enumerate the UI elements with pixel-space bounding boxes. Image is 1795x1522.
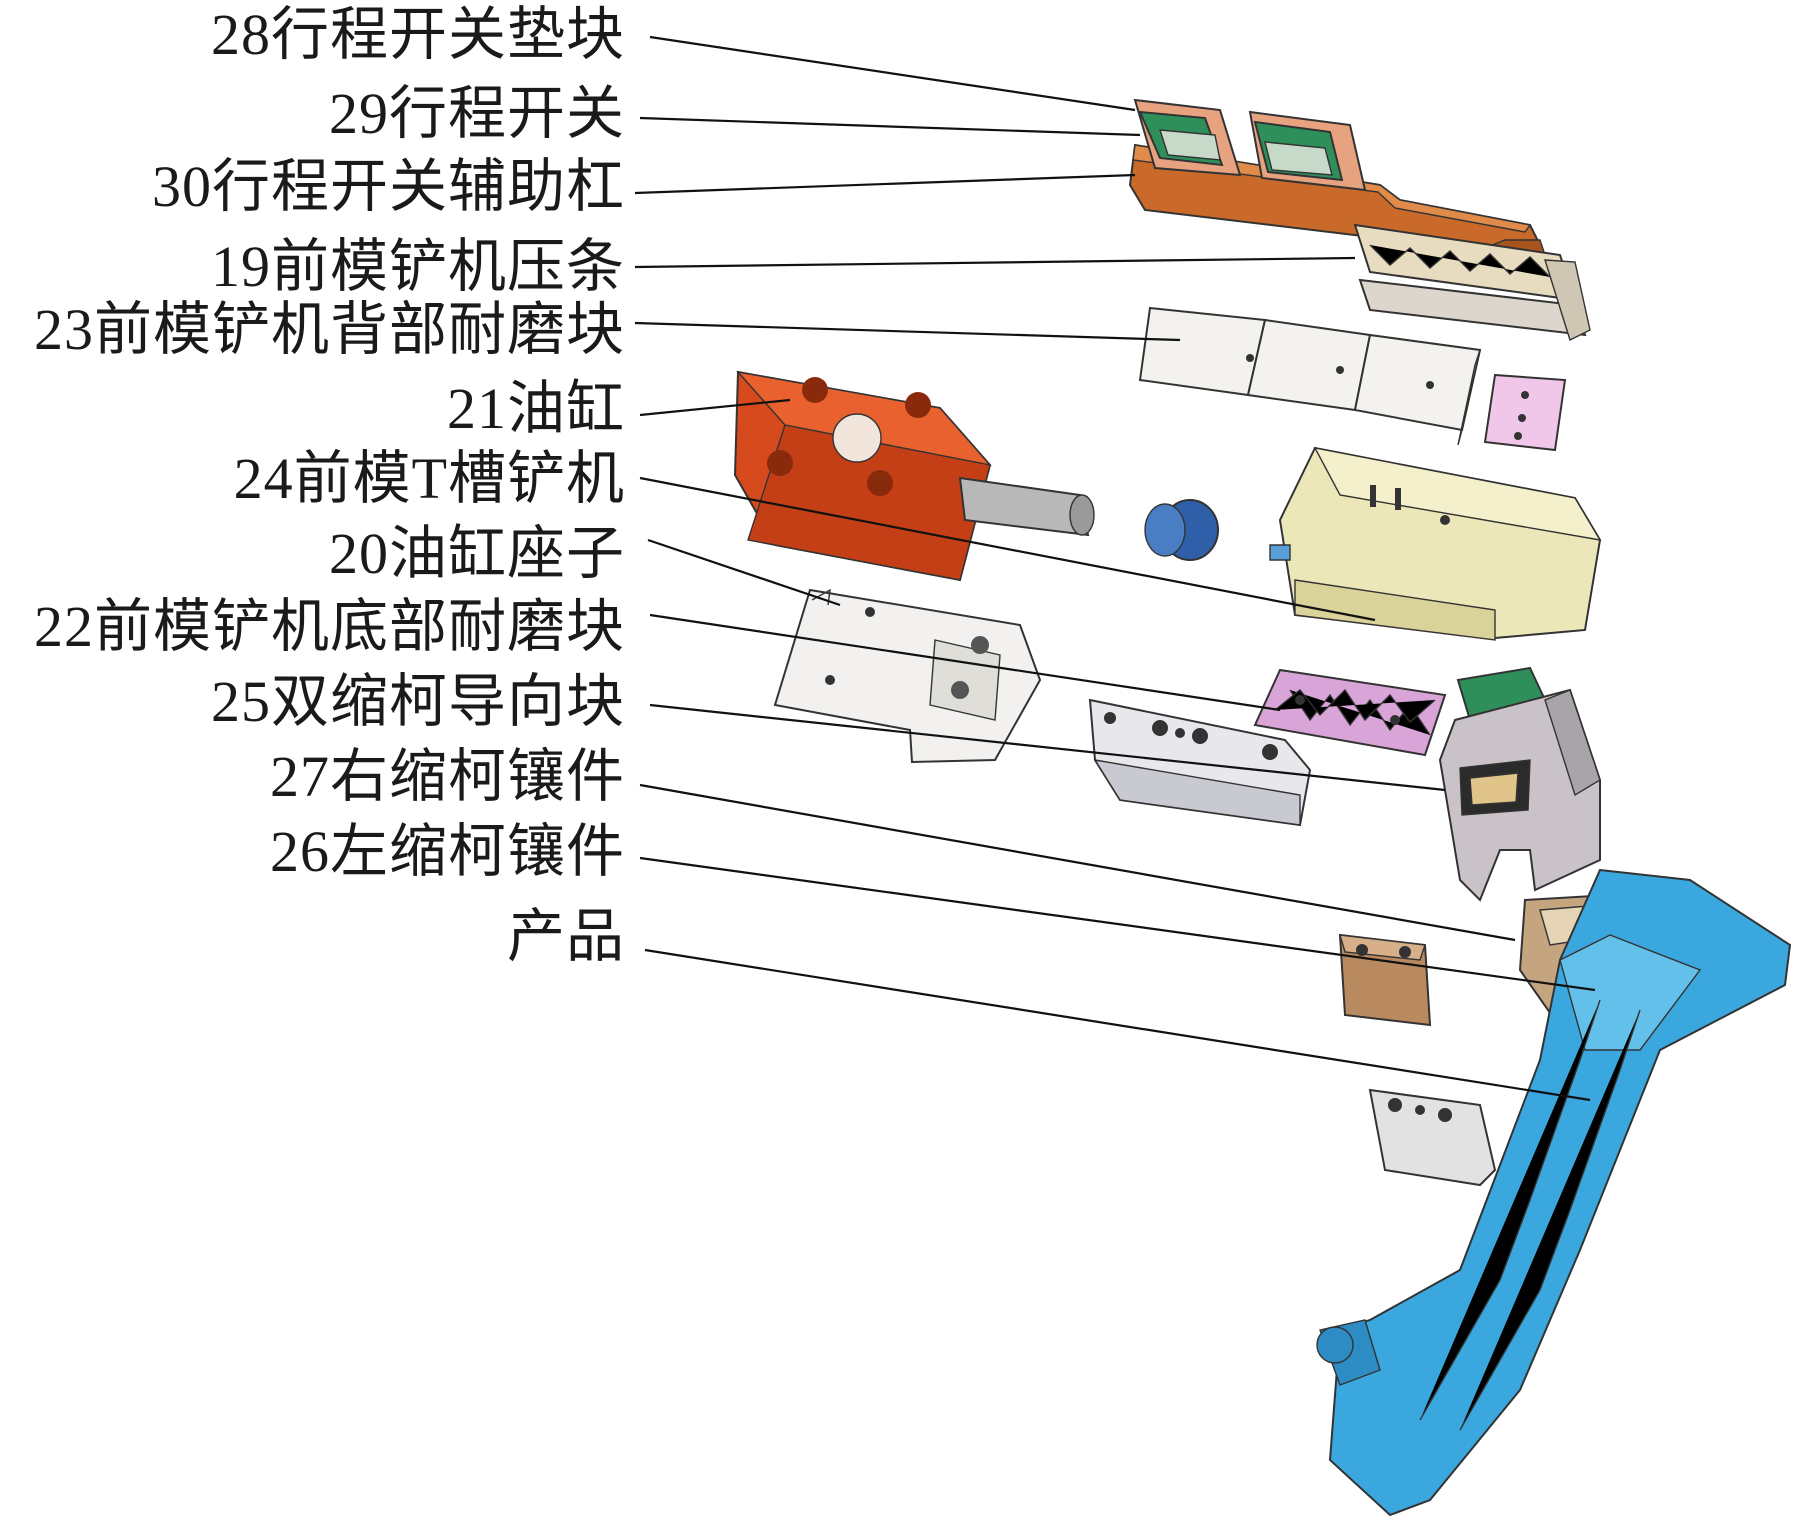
leader-28 bbox=[649, 35, 1136, 112]
leader-25 bbox=[649, 703, 1446, 792]
label-22: 22前模铲机底部耐磨块 bbox=[33, 594, 625, 659]
leader-29 bbox=[639, 116, 1141, 137]
leader-22 bbox=[649, 613, 1281, 712]
cylinder-seat-part bbox=[1144, 499, 1219, 561]
holed-block-part bbox=[1088, 698, 1312, 827]
label-26: 26左缩柯镶件 bbox=[269, 819, 625, 884]
label-29: 29行程开关 bbox=[328, 81, 625, 146]
leader-23 bbox=[634, 321, 1181, 342]
product-part bbox=[1316, 868, 1792, 1517]
left-insert-part bbox=[1338, 933, 1432, 1027]
label-28: 28行程开关垫块 bbox=[210, 2, 625, 67]
guide-block-part bbox=[1438, 666, 1601, 902]
small-block-part bbox=[1368, 1088, 1497, 1187]
label-24: 24前模T槽铲机 bbox=[233, 446, 625, 511]
leader-21 bbox=[639, 398, 791, 417]
label-product: 产品 bbox=[506, 904, 625, 969]
cylinder-part bbox=[733, 370, 1095, 582]
bottom-wear-block-part bbox=[1253, 668, 1447, 757]
label-23: 23前模铲机背部耐磨块 bbox=[33, 297, 625, 362]
leader-lines bbox=[634, 35, 1596, 1102]
label-21: 21油缸 bbox=[446, 376, 625, 441]
leader-20 bbox=[647, 538, 841, 607]
label-20: 20油缸座子 bbox=[328, 521, 625, 586]
press-strip-part bbox=[1353, 223, 1591, 341]
leader-27 bbox=[639, 783, 1516, 942]
label-27: 27右缩柯镶件 bbox=[269, 744, 625, 809]
leader-26 bbox=[639, 856, 1596, 992]
leader-30 bbox=[634, 173, 1136, 195]
back-wear-block-part bbox=[1138, 306, 1567, 452]
leader-19 bbox=[634, 256, 1356, 269]
label-25: 25双缩柯导向块 bbox=[210, 669, 625, 734]
leader-product bbox=[644, 948, 1591, 1102]
label-19: 19前模铲机压条 bbox=[210, 234, 625, 299]
cylinder-seat-block-part bbox=[773, 588, 1042, 764]
label-30: 30行程开关辅助杠 bbox=[151, 154, 625, 219]
switch-part bbox=[1138, 110, 1344, 182]
t-slot-shovel-part bbox=[1269, 446, 1602, 641]
leader-24 bbox=[639, 476, 1376, 622]
